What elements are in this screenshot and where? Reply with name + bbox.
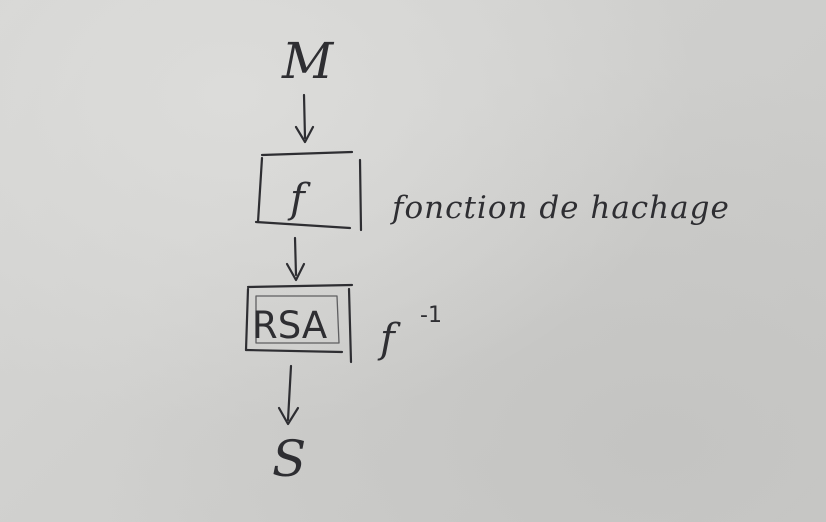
inverse-function-label: f [377,316,401,362]
rsa-box [244,283,354,364]
hash-function-description: fonction de hachage [390,190,730,226]
inverse-exponent: -1 [420,303,442,328]
arrow-hash-to-rsa [285,236,306,282]
arrow-input-to-hash [294,93,315,144]
hash-function-box [254,150,363,232]
arrow-rsa-to-output [277,364,300,426]
output-node-label: S [272,430,306,488]
input-node-label: M [281,32,335,90]
rsa-box-label: RSA [252,304,327,347]
hash-function-label: f [287,176,311,222]
